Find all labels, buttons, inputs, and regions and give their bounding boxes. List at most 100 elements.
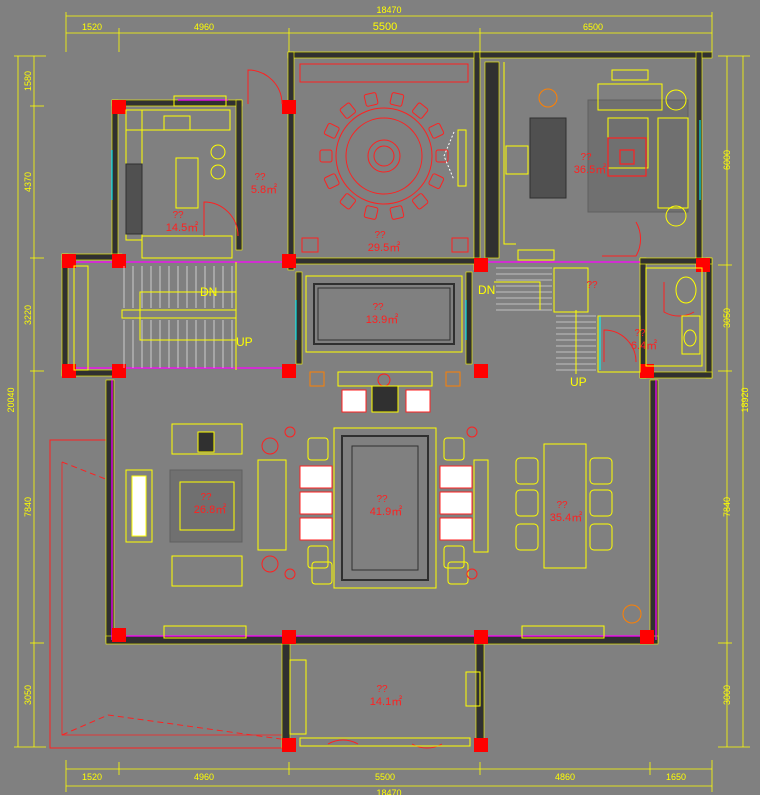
room-area-pantry: 5.8㎡	[251, 183, 277, 196]
dim-top-seg4: 6500	[583, 22, 603, 32]
hall-post	[284, 568, 296, 580]
room-area-entrance: 14.1㎡	[370, 695, 402, 708]
left-stair-frame	[73, 262, 237, 371]
room-area-kitchen: 14.5㎡	[166, 221, 198, 234]
round-dining-table	[335, 107, 433, 205]
room-area-dining-long: 35.4㎡	[550, 511, 582, 524]
columns	[62, 100, 710, 752]
lounge-furniture	[505, 69, 689, 227]
dim-top-seg2: 4960	[194, 22, 214, 32]
dimension-lines	[14, 12, 750, 792]
dim-left-seg3: 3220	[23, 305, 33, 325]
dim-bottom-seg1: 1520	[82, 772, 102, 782]
long-dining-chairs	[515, 457, 613, 551]
hall-chair	[307, 545, 329, 569]
stair-label-dn-right: DN	[478, 283, 495, 297]
dim-bottom-seg3: 5500	[375, 772, 395, 782]
hall-chair	[443, 437, 465, 461]
dim-left-seg1: 1580	[23, 71, 33, 91]
kitchen-counters	[125, 95, 233, 259]
room-area-dining-round: 29.5㎡	[368, 241, 400, 254]
dim-left-seg4: 7840	[23, 497, 33, 517]
room-area-lounge: 36.5㎡	[574, 163, 606, 176]
lounge-chairs	[503, 62, 555, 261]
dining-sideboard	[299, 63, 469, 253]
round-chair	[412, 193, 429, 210]
round-chair	[363, 205, 379, 220]
dim-left-total: 20040	[6, 387, 16, 412]
room-name-living: ??	[200, 492, 212, 503]
round-chair	[323, 122, 340, 139]
long-chair	[515, 523, 539, 551]
stair-arrow-right	[494, 267, 589, 374]
dim-bottom-seg5: 1650	[666, 772, 686, 782]
hall-chair	[307, 437, 329, 461]
terrace-outline	[49, 439, 289, 749]
dim-right-seg4: 3000	[722, 685, 732, 705]
room-name-wc: ??	[634, 328, 646, 339]
hall-side-panels	[299, 459, 489, 553]
room-name-hall: ??	[376, 494, 388, 505]
hall-post	[466, 568, 478, 580]
room-name-pantry: ??	[254, 172, 266, 183]
round-chair	[389, 205, 405, 220]
round-chair	[339, 102, 356, 119]
hall-chair	[447, 561, 469, 585]
openings	[111, 120, 701, 370]
round-chair	[319, 149, 333, 163]
dim-top-seg1: 1520	[82, 22, 102, 32]
room-area-hall: 41.9㎡	[370, 505, 402, 518]
room-name-dining-round: ??	[374, 230, 386, 241]
room-labels: ??29.5㎡??36.5㎡??14.5㎡??5.8㎡??13.9㎡????6.…	[166, 152, 657, 708]
room-area-living: 26.8㎡	[194, 503, 226, 516]
foyer-rug	[305, 275, 463, 353]
lounge-rug-motif	[607, 137, 647, 177]
dim-top-total: 18470	[376, 5, 401, 15]
entrance-furniture	[163, 625, 605, 747]
hall-chair	[311, 561, 333, 585]
long-chair	[515, 489, 539, 517]
dim-bottom-seg4: 4860	[555, 772, 575, 782]
round-dining-chairs	[319, 92, 449, 220]
dim-left-seg2: 4370	[23, 172, 33, 192]
foyer-console	[309, 371, 461, 413]
room-name-kitchen: ??	[172, 210, 184, 221]
dim-bottom-total: 18470	[376, 788, 401, 795]
round-chair	[435, 149, 449, 163]
living-furniture	[125, 423, 287, 587]
long-dining-table	[543, 443, 642, 624]
stair-arrow-left	[139, 291, 236, 341]
right-staircase	[496, 267, 596, 371]
walls	[61, 51, 713, 749]
room-name-foyer: ??	[372, 302, 384, 313]
door-swings	[203, 69, 695, 749]
room-name-lounge: ??	[580, 152, 592, 163]
room-name-tea: ??	[586, 280, 598, 291]
hall-chairs	[284, 426, 478, 585]
hall-post	[284, 426, 296, 438]
dim-left-seg5: 3050	[23, 685, 33, 705]
room-area-foyer: 13.9㎡	[366, 313, 398, 326]
long-chair	[589, 457, 613, 485]
round-chair	[412, 102, 429, 119]
accent-lines	[66, 99, 657, 640]
dim-right-seg3: 7840	[722, 497, 732, 517]
room-area-wc: 6.4㎡	[631, 339, 657, 352]
round-chair	[339, 193, 356, 210]
room-name-dining-long: ??	[556, 500, 568, 511]
dim-right-total: 18920	[740, 387, 750, 412]
room-name-entrance: ??	[376, 684, 388, 695]
round-chair	[428, 173, 445, 190]
stair-label-up-left: UP	[236, 335, 253, 349]
dim-right-seg2: 3050	[722, 308, 732, 328]
long-chair	[515, 457, 539, 485]
dim-top-seg3: 5500	[373, 21, 397, 33]
round-chair	[323, 173, 340, 190]
wc-fixtures	[597, 267, 703, 373]
hall-chair	[443, 545, 465, 569]
dim-bottom-seg2: 4960	[194, 772, 214, 782]
left-staircase	[123, 266, 233, 368]
long-chair	[589, 489, 613, 517]
hall-table	[333, 427, 437, 589]
